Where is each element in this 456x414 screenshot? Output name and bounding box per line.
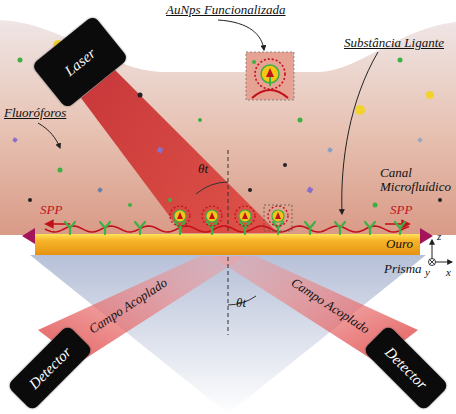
axis-label: x (446, 266, 451, 278)
fluorophore-particle (157, 147, 164, 154)
axis-label: y (425, 266, 430, 278)
fluorophore-particle (168, 198, 172, 202)
material-label: Ouro (386, 237, 413, 251)
gold-nanoparticle (272, 210, 284, 222)
node-text: Detector (381, 343, 430, 392)
angle-label: θt (236, 296, 246, 310)
fluorophore-particle (327, 147, 332, 152)
fluorophore-particle (398, 58, 403, 63)
fluorophore-particle (128, 203, 132, 207)
np-core (177, 212, 183, 219)
fluorophore-particle (283, 163, 287, 167)
np-ring (170, 206, 190, 226)
material-label: Prisma (384, 262, 422, 276)
binding-molecule (305, 222, 315, 234)
callout-label: Fluoróforos (4, 106, 66, 120)
spp-label: SPP (40, 203, 62, 217)
np-core (275, 212, 281, 219)
binding-molecule (65, 222, 75, 234)
fluorophore-particle (97, 187, 102, 192)
gold-nanoparticle (174, 210, 186, 222)
fluorophore-particle (355, 105, 365, 115)
fluorophore-particle (18, 58, 23, 63)
binding-molecule (365, 222, 375, 234)
node-text: Laser (61, 45, 98, 80)
fluorophore-particle (138, 93, 143, 98)
fluorophore-particle (373, 203, 378, 208)
callout-label: Substância Ligante (344, 36, 444, 50)
fluorophore-particle (58, 168, 63, 173)
binding-molecule (273, 222, 283, 234)
binding-molecule (100, 222, 110, 234)
fluorophore-particle (12, 137, 17, 142)
np-ring (268, 206, 288, 226)
binding-molecule (135, 222, 145, 234)
np-core (242, 212, 248, 219)
axis-label: z (437, 230, 441, 242)
np-core (209, 212, 215, 219)
fluorophore-particle (28, 198, 32, 202)
angle-label: θt (198, 162, 208, 176)
binding-molecule (207, 222, 217, 234)
np-ring (202, 206, 222, 226)
gold-nanoparticle (239, 210, 251, 222)
spp-label: SPP (390, 203, 412, 217)
callout-label: AuNps Funcionalizada (166, 3, 286, 17)
fluorophore-particle (248, 188, 252, 192)
fluorophore-particle (198, 118, 202, 122)
binding-molecule (240, 222, 250, 234)
fluorophore-particle (438, 198, 442, 202)
fluorophore-particle (298, 118, 303, 123)
gold-nanoparticle (206, 210, 218, 222)
binding-molecule (395, 222, 405, 234)
binding-molecule (335, 222, 345, 234)
fluorophore-particle (307, 187, 314, 194)
np-ring (235, 206, 255, 226)
region-label: Canal Microfluídico (380, 166, 452, 195)
fluorophore-particle (417, 137, 422, 142)
binding-molecule (175, 222, 185, 234)
node-text: Detector (25, 343, 74, 392)
fluorophore-particle (426, 91, 434, 99)
